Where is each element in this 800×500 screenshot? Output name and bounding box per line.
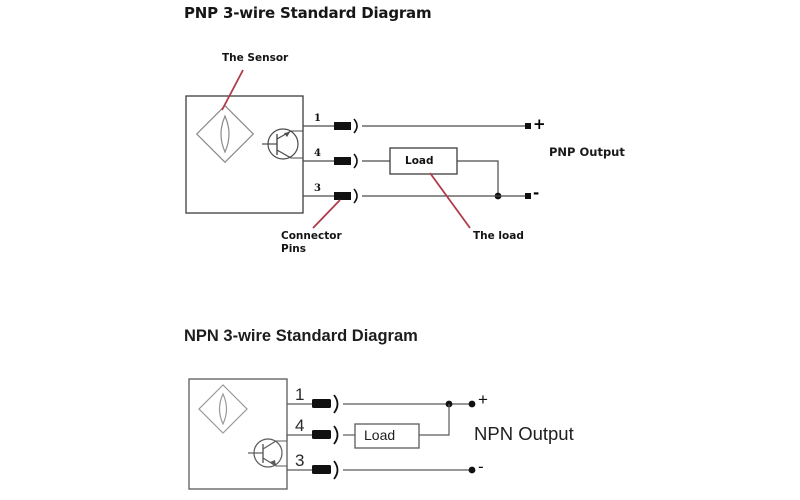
npn-load-box <box>354 423 420 449</box>
pnp-annotation-sensor: The Sensor <box>222 52 289 64</box>
npn-diagram-title: NPN 3-wire Standard Diagram <box>184 327 418 345</box>
pnp-connector-pins-leader-line <box>312 199 341 229</box>
npn-pin-label-3: 3 <box>295 451 305 470</box>
npn-photoelectric-sensor-icon <box>198 384 248 434</box>
pnp-positive-terminal <box>525 123 531 129</box>
pnp-transistor-icon <box>262 126 304 161</box>
npn-sensor-body <box>188 378 288 490</box>
pnp-pin-label-1: 1 <box>314 113 321 124</box>
pnp-load-leader-line <box>429 172 471 229</box>
npn-connector-pin-1[interactable] <box>311 394 339 414</box>
pnp-annotation-load: The load <box>473 230 524 242</box>
pnp-load-box <box>389 147 458 175</box>
npn-output-label: NPN Output <box>474 423 574 444</box>
pnp-negative-terminal <box>525 193 531 199</box>
npn-positive-terminal <box>468 400 476 408</box>
pnp-output-label: PNP Output <box>549 145 625 159</box>
pnp-sensor-leader-line <box>221 69 244 111</box>
npn-diagram-group <box>188 378 476 490</box>
pnp-connector-pin-4[interactable] <box>333 153 358 169</box>
npn-wire-load-to-junction <box>419 404 450 436</box>
pnp-diagram-group <box>185 69 531 229</box>
pnp-positive-sign: + <box>533 115 546 133</box>
npn-pin-label-4: 4 <box>295 416 305 435</box>
npn-connector-pin-4[interactable] <box>311 425 339 445</box>
pnp-sensor-body <box>185 95 304 214</box>
npn-connector-pin-3[interactable] <box>311 460 339 480</box>
pnp-connector-pin-1[interactable] <box>333 118 358 134</box>
pnp-photoelectric-sensor-icon <box>195 104 255 164</box>
pnp-negative-sign: - <box>533 184 540 202</box>
npn-load-label: Load <box>364 427 396 443</box>
pnp-wire-load-to-junction <box>457 160 499 196</box>
npn-positive-sign: + <box>478 390 488 409</box>
pnp-annotation-connector-pins-line2: Pins <box>281 243 307 255</box>
pnp-diagram-title: PNP 3-wire Standard Diagram <box>184 4 432 22</box>
pnp-annotation-connector-pins-line1: Connector <box>281 230 342 242</box>
npn-negative-sign: - <box>478 457 484 476</box>
pnp-load-label: Load <box>405 155 434 167</box>
pnp-connector-pin-3[interactable] <box>333 188 358 204</box>
npn-transistor-icon <box>248 435 288 470</box>
npn-pin-label-1: 1 <box>295 385 305 404</box>
pnp-pin-label-4: 4 <box>314 148 321 159</box>
npn-negative-terminal <box>468 466 476 474</box>
pnp-pin-label-3: 3 <box>314 183 321 194</box>
